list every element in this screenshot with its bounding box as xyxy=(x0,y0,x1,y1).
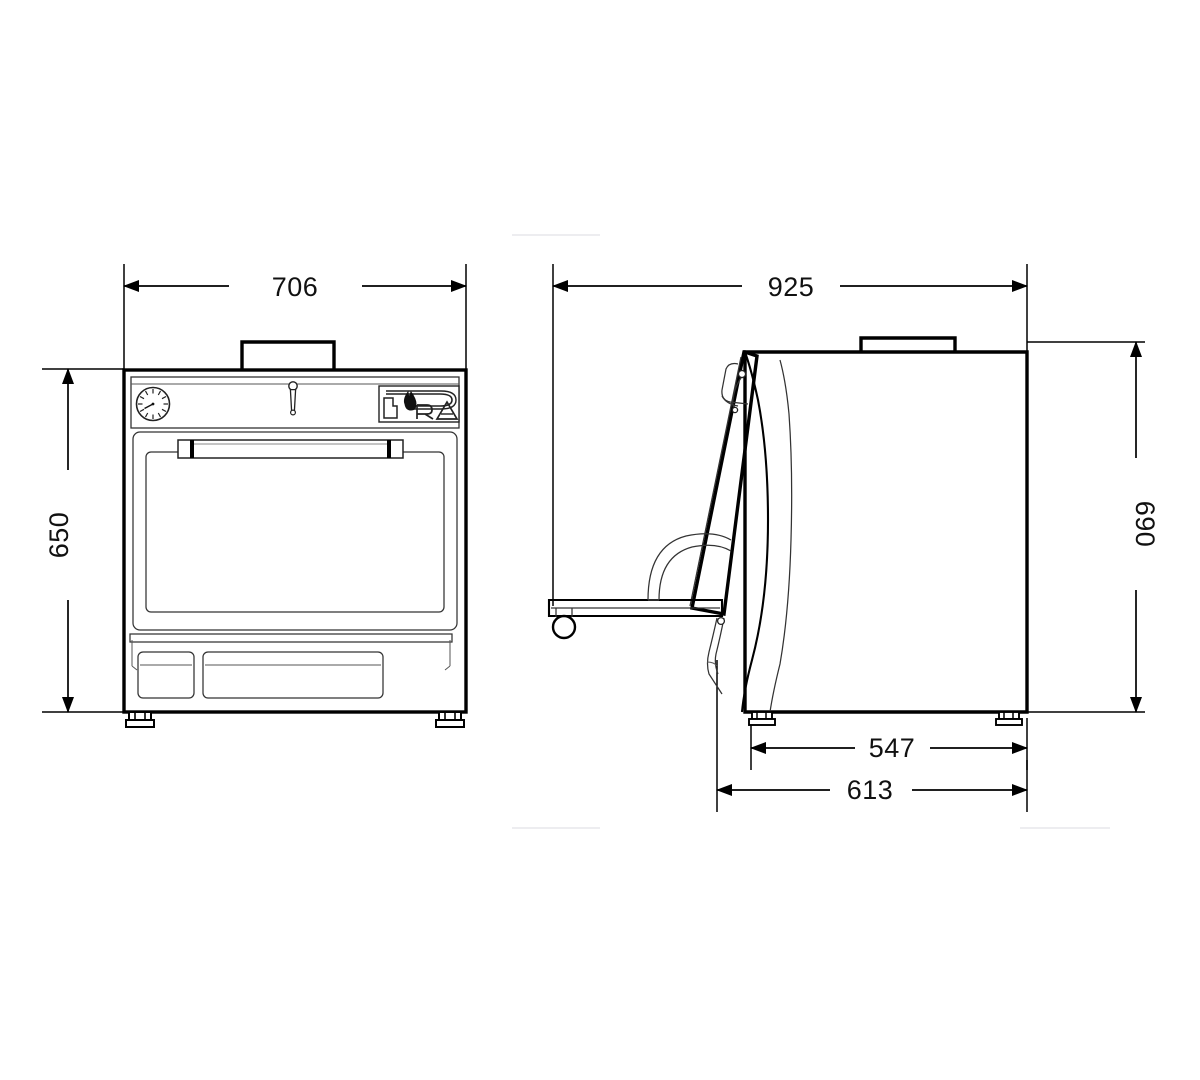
side-front-fascia-profile xyxy=(740,351,793,713)
side-height-dimension: 690 xyxy=(1130,341,1160,713)
side-shelf-roller-wheel xyxy=(551,608,577,640)
air-damper-lever-icon xyxy=(288,381,298,416)
side-leveling-foot-front xyxy=(748,711,776,726)
side-door-hinge-arm xyxy=(706,616,726,695)
side-flue-collar xyxy=(859,336,957,352)
front-width-dimension: 706 xyxy=(123,272,467,302)
front-ash-drawer-large xyxy=(202,651,384,699)
thermometer-gauge-icon xyxy=(135,386,171,422)
side-curved-rail xyxy=(647,533,732,601)
front-elevation-view: 706 650 xyxy=(42,264,468,728)
front-lower-rail xyxy=(129,633,453,671)
side-leveling-foot-rear xyxy=(995,711,1023,726)
front-height-extension-lines xyxy=(42,368,124,713)
front-leveling-foot-left xyxy=(125,711,155,728)
brand-logo xyxy=(378,385,460,423)
side-depth-extension-lines xyxy=(552,264,1028,606)
front-flue-collar xyxy=(240,340,336,370)
side-pullout-shelf xyxy=(547,598,724,618)
dimension-label-side-body-depth: 547 xyxy=(869,733,916,763)
construction-guides xyxy=(512,234,1110,829)
front-ash-drawer-small xyxy=(137,651,195,699)
side-door-latch-detail xyxy=(721,362,749,414)
side-elevation-view: 925 690 547 613 xyxy=(547,264,1160,812)
dimension-label-front-width: 706 xyxy=(272,272,319,302)
dimension-label-front-height: 650 xyxy=(44,512,74,559)
front-leveling-foot-right xyxy=(435,711,465,728)
front-body-outline xyxy=(122,368,468,714)
side-depth-dimension: 925 xyxy=(552,272,1028,302)
side-overall-depth-dimension: 613 xyxy=(716,775,1028,805)
front-door-handle xyxy=(177,439,404,459)
side-body-shell xyxy=(743,350,1029,714)
dimension-label-side-overall-depth: 613 xyxy=(847,775,894,805)
side-open-door-panel xyxy=(689,350,759,617)
side-body-depth-dimension: 547 xyxy=(750,733,1028,763)
side-height-extension-lines xyxy=(1027,341,1145,713)
dimension-label-side-height: 690 xyxy=(1130,501,1160,548)
dimension-label-side-depth: 925 xyxy=(768,272,815,302)
front-height-dimension: 650 xyxy=(44,368,74,713)
